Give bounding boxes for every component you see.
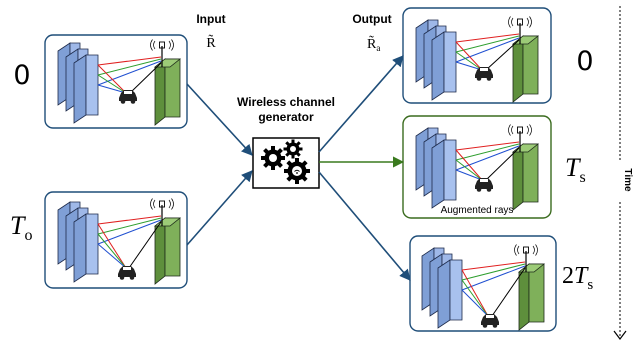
output-scene-t0 <box>402 7 552 104</box>
left-time-label-0: 0 <box>13 60 30 91</box>
right-time-label-ts: Ts <box>565 153 586 186</box>
output-scene-2ts <box>409 235 557 332</box>
time-axis: Time <box>613 6 633 340</box>
output-symbol-base: R̃ <box>367 35 377 52</box>
right-time-label-ts-sub: s <box>579 169 585 186</box>
output-symbol: R̃a <box>367 35 380 53</box>
augmented-rays-caption: Augmented rays <box>441 205 514 216</box>
arrow-generator-to-output-2ts <box>318 171 411 281</box>
right-time-label-0: 0 <box>576 46 593 77</box>
arrow-input-t0-to-generator <box>186 83 253 156</box>
time-axis-label: Time <box>622 168 633 192</box>
output-symbol-sub: a <box>376 43 380 53</box>
right-time-label-2ts: 2Ts <box>562 263 593 293</box>
left-time-label-to: To <box>10 211 32 244</box>
right-time-label-2ts-sub: s <box>587 277 593 293</box>
arrow-generator-to-output-t0 <box>318 55 404 153</box>
output-title: Output <box>352 12 391 26</box>
input-scene-t0 <box>44 34 188 129</box>
generator-label-line2: generator <box>258 110 314 124</box>
right-time-label-ts-base: T <box>565 153 581 182</box>
flow-arrows <box>186 55 411 281</box>
input-scene-to <box>44 191 188 289</box>
left-time-label-to-sub: o <box>24 227 32 244</box>
output-scene-ts-augmented: Augmented rays <box>402 115 552 219</box>
left-time-label-to-base: T <box>10 211 26 240</box>
gears-icon <box>261 139 310 184</box>
input-title: Input <box>196 12 225 26</box>
wireless-channel-generator: Wireless channel generator <box>237 95 335 189</box>
input-symbol: R̃ <box>206 34 216 51</box>
generator-label-line1: Wireless channel <box>237 95 335 109</box>
time-axis-arrowhead <box>613 330 627 340</box>
arrow-input-to-to-generator <box>186 170 253 246</box>
right-time-label-2ts-base: T <box>574 263 589 289</box>
right-time-label-2ts-coef: 2 <box>562 263 574 289</box>
